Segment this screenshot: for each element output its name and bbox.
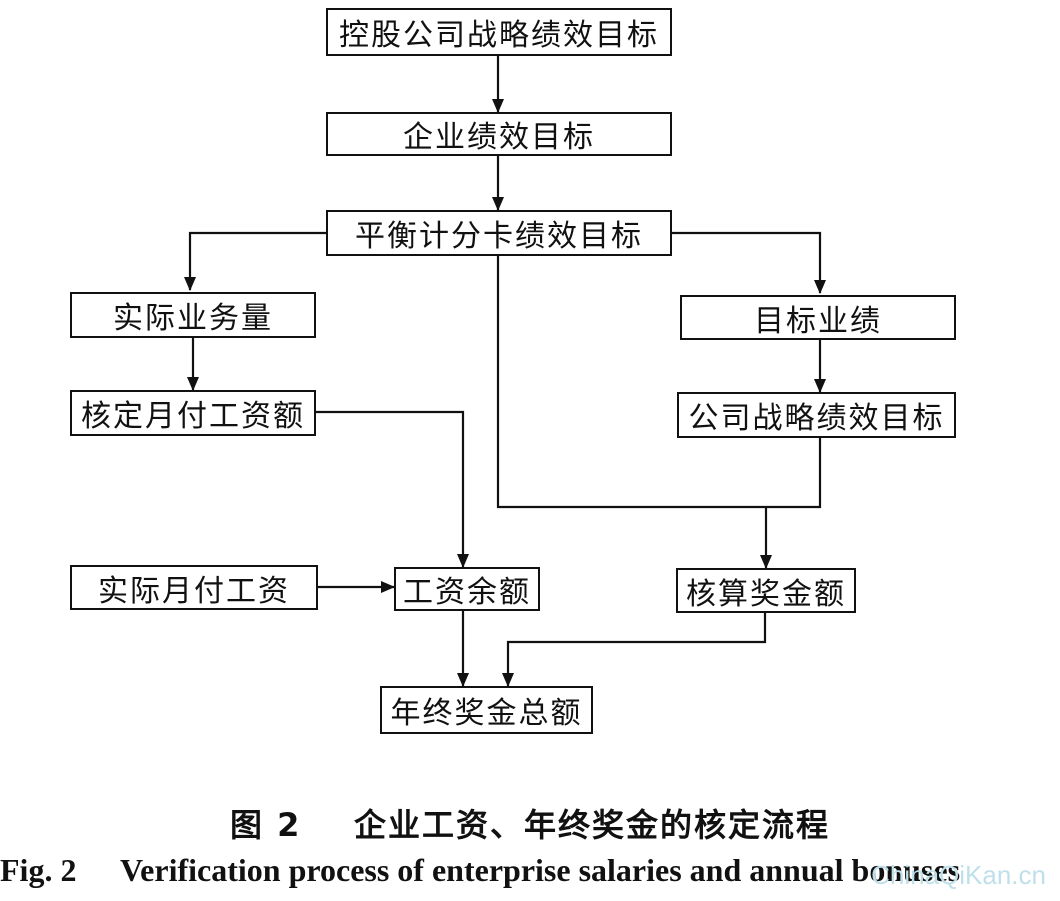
caption-en-title: Verification process of enterprise salar…	[120, 852, 961, 888]
arrow-approved-wage-to-wage-balance	[316, 410, 469, 568]
arrow-bsc-to-actual-volume	[184, 231, 326, 291]
line-bsc-down	[496, 256, 766, 509]
node-wage-balance: 工资余额	[394, 567, 540, 611]
node-calculated-bonus: 核算奖金额	[676, 568, 856, 613]
figure-caption-cn: 图 2 企业工资、年终奖金的核定流程	[0, 800, 1060, 846]
arrow-bsc-to-target-performance	[671, 231, 826, 294]
node-actual-monthly-wage: 实际月付工资	[70, 565, 318, 610]
node-annual-bonus-total: 年终奖金总额	[380, 686, 593, 734]
node-holding-strategy-goal: 控股公司战略绩效目标	[326, 8, 672, 56]
node-approved-monthly-wage: 核定月付工资额	[70, 390, 316, 436]
node-actual-business-volume: 实际业务量	[70, 292, 316, 338]
node-enterprise-goal: 企业绩效目标	[326, 112, 672, 156]
caption-cn-number: 图 2	[230, 806, 302, 844]
watermark: ChinaQiKan.cn	[871, 860, 1046, 890]
line-company-goal-down	[766, 438, 822, 509]
figure-caption-en: Fig. 2 Verification process of enterprise…	[0, 852, 1060, 889]
node-target-performance: 目标业绩	[680, 295, 956, 340]
caption-cn-title: 企业工资、年终奖金的核定流程	[353, 806, 830, 844]
arrow-bonus-to-total	[502, 613, 767, 687]
caption-en-number: Fig. 2	[0, 852, 77, 888]
node-company-strategy-goal: 公司战略绩效目标	[677, 392, 956, 438]
node-bsc-goal: 平衡计分卡绩效目标	[326, 210, 672, 256]
